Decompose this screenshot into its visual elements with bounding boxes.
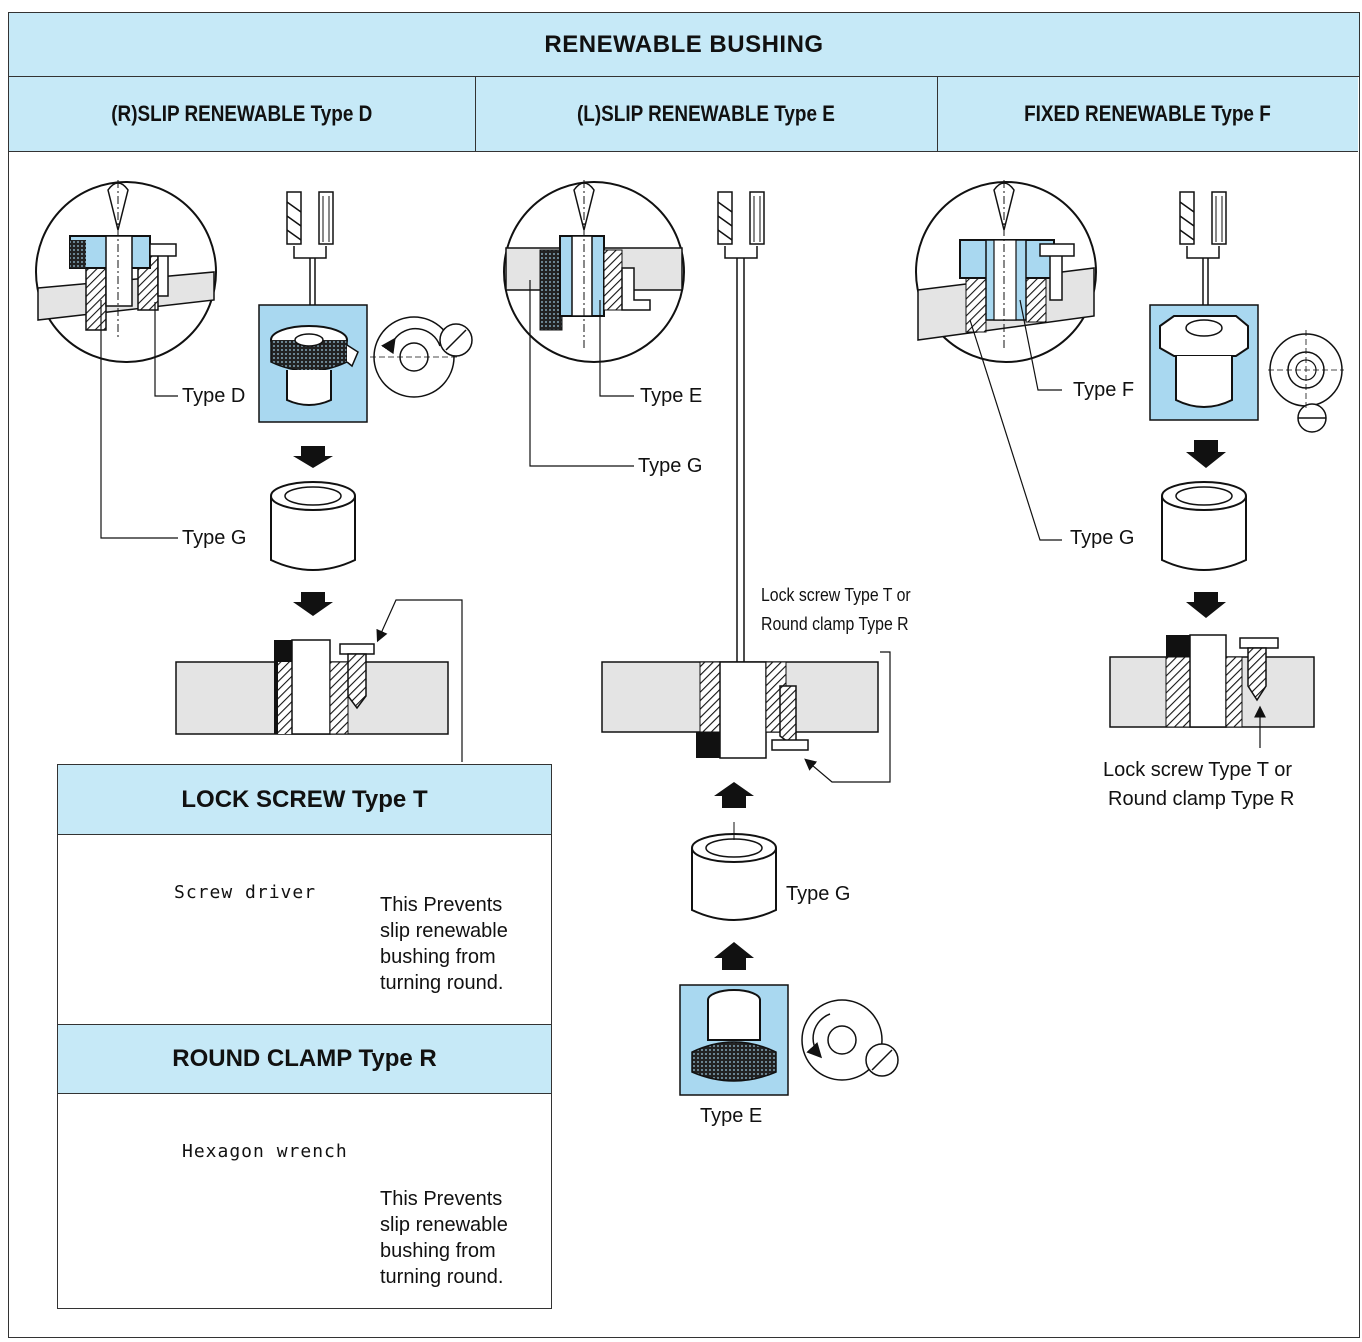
diagram-frame: RENEWABLE BUSHING (R)SLIP RENEWABLE Type… xyxy=(8,12,1360,1338)
type-g-bushing xyxy=(1161,481,1247,571)
type-f-top-view-icon xyxy=(1268,330,1344,433)
leader-line xyxy=(969,319,1062,541)
description-line: This Prevents xyxy=(380,894,503,916)
column-heading-type-e: (L)SLIP RENEWABLE Type E xyxy=(475,77,937,152)
down-arrow xyxy=(1186,592,1226,618)
label-type-g: Type G xyxy=(638,455,703,477)
drill-and-reamer-icon xyxy=(1179,191,1227,305)
label-type-g: Type G xyxy=(1070,527,1135,549)
lock-screw-heading: LOCK SCREW Type T xyxy=(58,765,551,835)
type-e-detail-circle xyxy=(503,180,685,363)
label-type-d: Type D xyxy=(182,385,246,407)
type-e-bushing-box xyxy=(679,984,789,1096)
screw-driver-label: Screw driver xyxy=(174,882,317,903)
label-type-g: Type G xyxy=(182,527,247,549)
column-heading-type-f: FIXED RENEWABLE Type F xyxy=(937,77,1358,152)
hexagon-wrench-label: Hexagon wrench xyxy=(182,1141,348,1162)
type-e-top-view-icon xyxy=(801,999,899,1081)
label-type-e-lower: Type E xyxy=(700,1105,763,1127)
lock-screw-note-line2: Round clamp Type R xyxy=(761,614,909,634)
description-line: bushing from xyxy=(380,946,496,968)
description-line: This Prevents xyxy=(380,1188,503,1210)
down-arrow xyxy=(293,446,333,468)
up-arrow xyxy=(714,942,754,970)
description-line: slip renewable xyxy=(380,1214,508,1236)
type-d-detail-circle xyxy=(35,180,217,363)
label-type-f: Type F xyxy=(1073,379,1135,401)
leader-line xyxy=(599,300,634,397)
type-d-top-view-icon xyxy=(370,316,473,398)
type-f-bushing-box xyxy=(1149,304,1259,421)
column-divider xyxy=(937,77,938,152)
down-arrow xyxy=(1186,440,1226,468)
type-e-assembly-section xyxy=(601,651,891,783)
lock-screw-description: This Prevents slip renewable bushing fro… xyxy=(380,892,508,996)
type-d-assembly-section xyxy=(175,599,463,762)
type-f-detail-circle xyxy=(915,180,1097,363)
label-type-e: Type E xyxy=(640,385,703,407)
leader-line xyxy=(100,300,178,539)
description-line: turning round. xyxy=(380,972,504,994)
accessory-panel: LOCK SCREW Type T ROUND CLAMP Type R xyxy=(57,764,552,1309)
label-type-g-lower: Type G xyxy=(786,883,851,905)
column-heading-type-d: (R)SLIP RENEWABLE Type D xyxy=(9,77,475,152)
drill-and-reamer-icon xyxy=(717,191,765,662)
lock-screw-note-line1: Lock screw Type T or xyxy=(761,585,911,605)
description-line: slip renewable xyxy=(380,920,508,942)
drill-and-reamer-icon xyxy=(286,191,334,305)
type-g-bushing xyxy=(691,822,777,921)
type-d-bushing-box xyxy=(258,304,368,423)
lock-screw-note-line1: Lock screw Type T or xyxy=(1103,759,1292,781)
description-line: turning round. xyxy=(380,1266,504,1288)
lock-screw-note-line2: Round clamp Type R xyxy=(1108,788,1295,810)
type-f-assembly-section xyxy=(1109,634,1315,748)
leader-line xyxy=(529,280,634,467)
leader-line xyxy=(154,302,178,397)
description-line: bushing from xyxy=(380,1240,496,1262)
round-clamp-heading: ROUND CLAMP Type R xyxy=(58,1024,551,1094)
column-divider xyxy=(475,77,476,152)
type-g-bushing xyxy=(270,481,356,571)
round-clamp-description: This Prevents slip renewable bushing fro… xyxy=(380,1186,508,1290)
down-arrow xyxy=(293,592,333,616)
page-title: RENEWABLE BUSHING xyxy=(9,13,1359,77)
up-arrow xyxy=(714,782,754,808)
leader-line xyxy=(1019,299,1062,391)
